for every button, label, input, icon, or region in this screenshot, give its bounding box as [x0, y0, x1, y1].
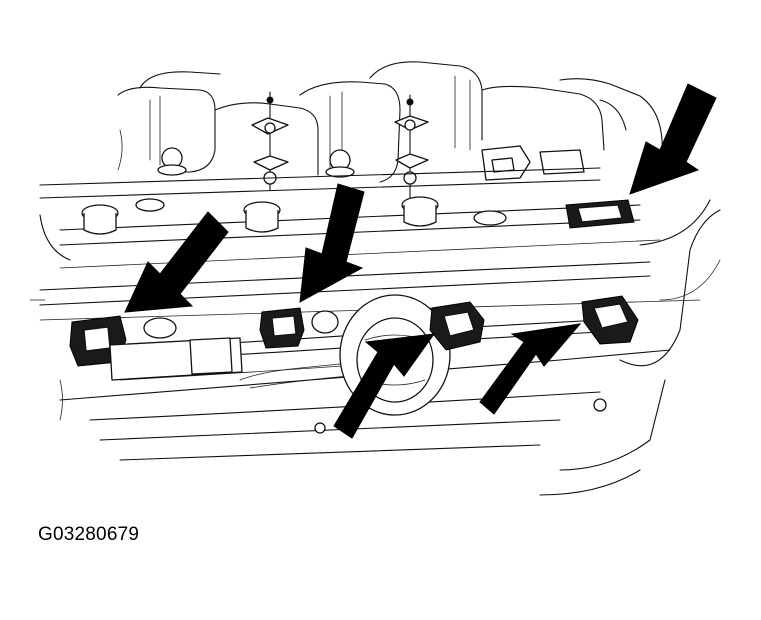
connector [259, 307, 339, 349]
manifold-bolts [157, 91, 585, 201]
arrow [629, 83, 717, 195]
arrow [333, 333, 436, 439]
small-fastener [314, 398, 607, 434]
wing-nut [251, 91, 289, 191]
wing-nut [394, 94, 429, 201]
bolt [157, 147, 187, 176]
connector [581, 295, 639, 345]
figure-id-label: G03280679 [38, 524, 140, 545]
injector [135, 198, 165, 212]
callout-arrows [124, 83, 717, 439]
injector [473, 210, 507, 226]
arrow [479, 323, 582, 415]
connector [429, 301, 485, 351]
bolt [325, 149, 355, 178]
injector [243, 201, 281, 233]
injector-caps [81, 196, 507, 235]
injector [81, 204, 119, 235]
arrow [124, 211, 229, 313]
bracket [481, 145, 585, 181]
upper-manifold [117, 61, 665, 183]
connector [565, 199, 635, 229]
coil-pack [109, 317, 243, 381]
arrow [299, 183, 365, 303]
injector [401, 196, 439, 227]
